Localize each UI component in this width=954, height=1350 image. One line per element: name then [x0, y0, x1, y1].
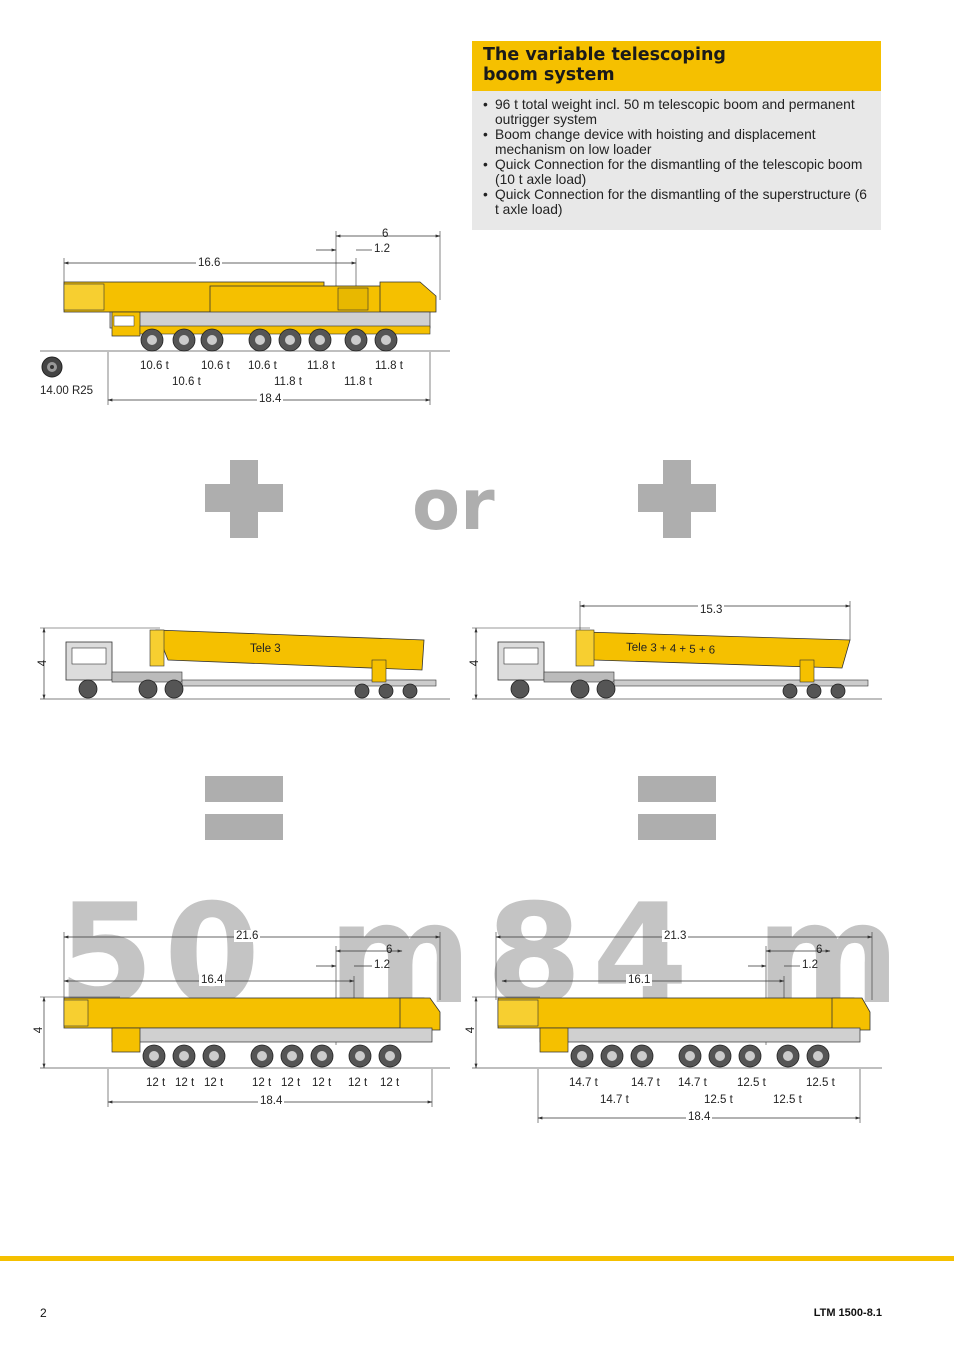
- axle-load: 12 t: [312, 1077, 332, 1089]
- dim-16-6: 16.6: [196, 257, 223, 269]
- axle-load: 14.7 t: [631, 1077, 660, 1089]
- dim-21-6: 21.6: [234, 930, 261, 942]
- crane-84m-drawing: [472, 932, 882, 1123]
- bullet-item: 96 t total weight incl. 50 m telescopic …: [482, 97, 871, 127]
- axle-load: 12 t: [380, 1077, 400, 1089]
- crane-50m-drawing: [40, 932, 450, 1107]
- axle-load: 10.6 t: [140, 360, 169, 372]
- axle-load: 14.7 t: [678, 1077, 707, 1089]
- axle-load: 12.5 t: [737, 1077, 766, 1089]
- axle-load: 12 t: [204, 1077, 224, 1089]
- axle-load: 11.8 t: [307, 360, 335, 372]
- dim-18-4-50m: 18.4: [258, 1095, 285, 1107]
- axle-load: 11.8 t: [274, 376, 302, 388]
- info-box: The variable telescoping boom system 96 …: [472, 41, 881, 230]
- height-label-trailer-left: 4: [37, 659, 50, 667]
- axle-load: 10.6 t: [248, 360, 277, 372]
- or-label: or: [412, 464, 495, 546]
- axle-load: 12 t: [281, 1077, 301, 1089]
- dim-1-2-50m: 1.2: [374, 959, 390, 971]
- dim-1-2-84m: 1.2: [802, 959, 818, 971]
- info-box-header: The variable telescoping boom system: [472, 41, 881, 91]
- length-label-15-3: 15.3: [698, 604, 725, 616]
- dim-21-3: 21.3: [662, 930, 689, 942]
- bullet-item: Boom change device with hoisting and dis…: [482, 127, 871, 157]
- axle-load: 14.7 t: [600, 1094, 629, 1106]
- footer-accent-bar: [0, 1256, 954, 1261]
- tyre-icon: [41, 356, 63, 378]
- dim-6-50m: 6: [386, 944, 393, 956]
- crane-transport-drawing: [40, 231, 450, 405]
- dim-1-2-top: 1.2: [374, 243, 390, 255]
- axle-load: 12.5 t: [704, 1094, 733, 1106]
- dim-16-1: 16.1: [626, 974, 653, 986]
- axle-load: 12.5 t: [806, 1077, 835, 1089]
- axle-load: 12 t: [348, 1077, 368, 1089]
- dim-18-4-84m: 18.4: [686, 1111, 713, 1123]
- equals-left-bottom: [205, 814, 283, 840]
- info-box-title-line1: The variable telescoping: [483, 45, 726, 65]
- axle-load: 10.6 t: [201, 360, 230, 372]
- axle-load: 11.8 t: [344, 376, 372, 388]
- height-label-84m: 4: [465, 1026, 478, 1034]
- axle-load: 12 t: [146, 1077, 166, 1089]
- dim-18-4-top: 18.4: [257, 393, 284, 405]
- equals-left-top: [205, 776, 283, 802]
- height-label-50m: 4: [33, 1026, 46, 1034]
- bullet-item: Quick Connection for the dismantling of …: [482, 187, 871, 217]
- height-label-trailer-right: 4: [469, 659, 482, 667]
- trailer-left-drawing: [40, 627, 450, 700]
- axle-load: 14.7 t: [569, 1077, 598, 1089]
- axle-load: 11.8 t: [375, 360, 403, 372]
- equals-right-top: [638, 776, 716, 802]
- axle-load: 10.6 t: [172, 376, 201, 388]
- plus-left-vertical: [230, 460, 258, 538]
- info-box-title-line2: boom system: [483, 65, 615, 85]
- dim-6-84m: 6: [816, 944, 823, 956]
- trailer-right-drawing: [472, 601, 882, 700]
- info-box-bullets: 96 t total weight incl. 50 m telescopic …: [472, 91, 881, 217]
- bullet-item: Quick Connection for the dismantling of …: [482, 157, 871, 187]
- plus-right-vertical: [663, 460, 691, 538]
- axle-load: 12 t: [252, 1077, 272, 1089]
- equals-right-bottom: [638, 814, 716, 840]
- axle-load: 12.5 t: [773, 1094, 802, 1106]
- tyre-label: 14.00 R25: [40, 385, 94, 397]
- page-number: 2: [40, 1306, 47, 1320]
- axle-load: 12 t: [175, 1077, 195, 1089]
- dim-16-4: 16.4: [199, 974, 226, 986]
- dim-6-top: 6: [382, 228, 389, 240]
- model-name: LTM 1500-8.1: [813, 1307, 882, 1319]
- boom-label-tele3: Tele 3: [250, 643, 281, 655]
